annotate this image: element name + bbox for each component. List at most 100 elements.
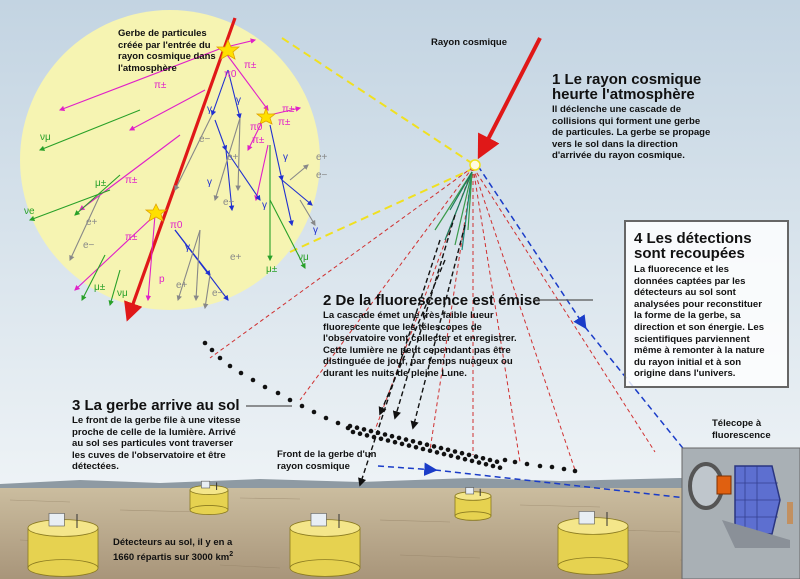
shower-dot [497, 465, 503, 471]
shower-dot [227, 363, 233, 369]
shower-dot [490, 463, 496, 469]
label-pi-pm: π± [252, 135, 265, 146]
ground [0, 488, 800, 579]
shower-created-label: Gerbe de particules créée par l'entrée d… [118, 28, 216, 74]
shower-created-line: rayon cosmique dans [118, 51, 216, 62]
shower-dot [502, 457, 508, 463]
shower-dot [413, 445, 419, 450]
telescope-label: Télecope à fluorescence [712, 418, 771, 441]
shower-dot [480, 456, 486, 461]
step1-title: 1 Le rayon cosmique heurte l'atmosphère [552, 71, 702, 103]
label-pi-pm: π± [154, 80, 167, 91]
step4-body: La fluorecence et les données captées pa… [634, 264, 765, 380]
shower-dot [469, 458, 475, 464]
label-nu-mu: νμ [298, 252, 309, 263]
shower-dot [323, 415, 329, 421]
step4-content: 4 Les détections sont recoupées La fluor… [634, 231, 786, 380]
shower-dot [202, 340, 208, 346]
label-e-minus: e− [199, 134, 211, 145]
shower-dot [438, 445, 444, 451]
shower-dot [385, 438, 391, 443]
label-nu-e: νe [24, 206, 35, 217]
shower-dot [209, 347, 215, 353]
shower-front-arrows [358, 214, 466, 487]
label-e-minus: e− [83, 240, 95, 251]
shower-dot [524, 461, 530, 467]
shower-zoom-disc [20, 10, 320, 310]
label-gamma: γ [313, 225, 318, 236]
shower-dot [382, 432, 388, 437]
shower-dot [410, 439, 416, 444]
label-p: p [159, 274, 165, 285]
step2-body: La cascade émet une très faible lueur fl… [323, 310, 517, 379]
shower-dot [357, 431, 363, 437]
shower-dot [441, 451, 447, 457]
shower-front-label: Front de la gerbe d'un rayon cosmique [277, 449, 377, 472]
shower-dot [434, 450, 440, 455]
shower-dot [389, 433, 395, 439]
label-e-minus: e− [212, 288, 224, 299]
shower-dot [476, 460, 482, 465]
label-pi-pm: π± [125, 175, 138, 186]
detector-tank [27, 513, 99, 577]
shower-created-line: créée par l'entrée du [118, 39, 211, 51]
label-pi-0: π0 [224, 69, 237, 80]
step3-body: Le front de la gerbe file à une vitesse … [72, 415, 241, 473]
shower-dot [392, 439, 398, 445]
step4-panel: 4 Les détections sont recoupées La fluor… [624, 220, 789, 388]
shower-dot [473, 454, 479, 459]
label-pi-0: π0 [170, 220, 183, 231]
shower-dot [459, 450, 465, 456]
person-figure [787, 502, 793, 524]
shower-dot [561, 466, 567, 472]
label-pi-pm: π± [278, 117, 291, 128]
star-icon [144, 203, 168, 222]
shower-dot [427, 448, 433, 454]
label-gamma: γ [236, 95, 241, 106]
step3-underline [246, 405, 292, 407]
label-e-plus: e+ [86, 217, 98, 228]
cosmic-ray-arrow [477, 37, 542, 160]
impact-point [469, 159, 481, 171]
label-gamma: γ [185, 242, 190, 253]
label-mu-pm: μ± [94, 282, 106, 293]
label-nu-mu: νμ [40, 132, 51, 143]
shower-dot [572, 468, 578, 474]
shower-dot [347, 423, 353, 429]
shower-dot [396, 435, 402, 441]
label-gamma: γ [262, 200, 267, 211]
shower-dot [299, 403, 305, 409]
label-e-plus: e+ [176, 280, 188, 291]
detectors-label: Détecteurs au sol, il y en a 1660 répart… [113, 537, 234, 563]
shower-dot [406, 443, 412, 448]
label-pi-pm: π± [125, 232, 138, 243]
step1-body: Il déclenche une cascade de collisions q… [552, 104, 711, 162]
step2-underline [533, 299, 593, 301]
label-nu-mu: νμ [117, 288, 128, 299]
zoom-connectors [281, 37, 471, 253]
cosmic-ray-text: Rayon cosmique [431, 37, 508, 48]
step2-title: 2 De la fluorescence est émise [323, 292, 541, 309]
particle-labels: π± π0 π± γ γ π± π± π0 π± e− γ e+ e− νμ μ… [24, 60, 328, 299]
detector-tank [189, 480, 229, 515]
shower-dot [250, 377, 256, 383]
step4-title: 4 Les détections sont recoupées [634, 230, 752, 262]
step2-block: 2 De la fluorescence est émise La cascad… [323, 293, 553, 380]
label-pi-pm: π± [282, 104, 295, 115]
superscript: 2 [229, 550, 234, 558]
label-e-minus: e− [316, 170, 328, 181]
star-icon [215, 38, 241, 60]
label-pi-pm: π± [244, 60, 257, 71]
shower-dot [287, 397, 293, 403]
label-pi-0: π0 [250, 122, 263, 133]
shower-dot [487, 457, 493, 463]
step3-block: 3 La gerbe arrive au sol Le front de la … [72, 398, 292, 473]
shower-dot [483, 462, 489, 467]
shower-dot [368, 428, 374, 434]
shower-created-line: Gerbe de particules [118, 28, 207, 39]
label-e-minus: e− [223, 197, 235, 208]
cosmic-ray-label: Rayon cosmique [431, 37, 507, 49]
shower-dot [335, 420, 341, 426]
shower-dot [431, 444, 437, 449]
